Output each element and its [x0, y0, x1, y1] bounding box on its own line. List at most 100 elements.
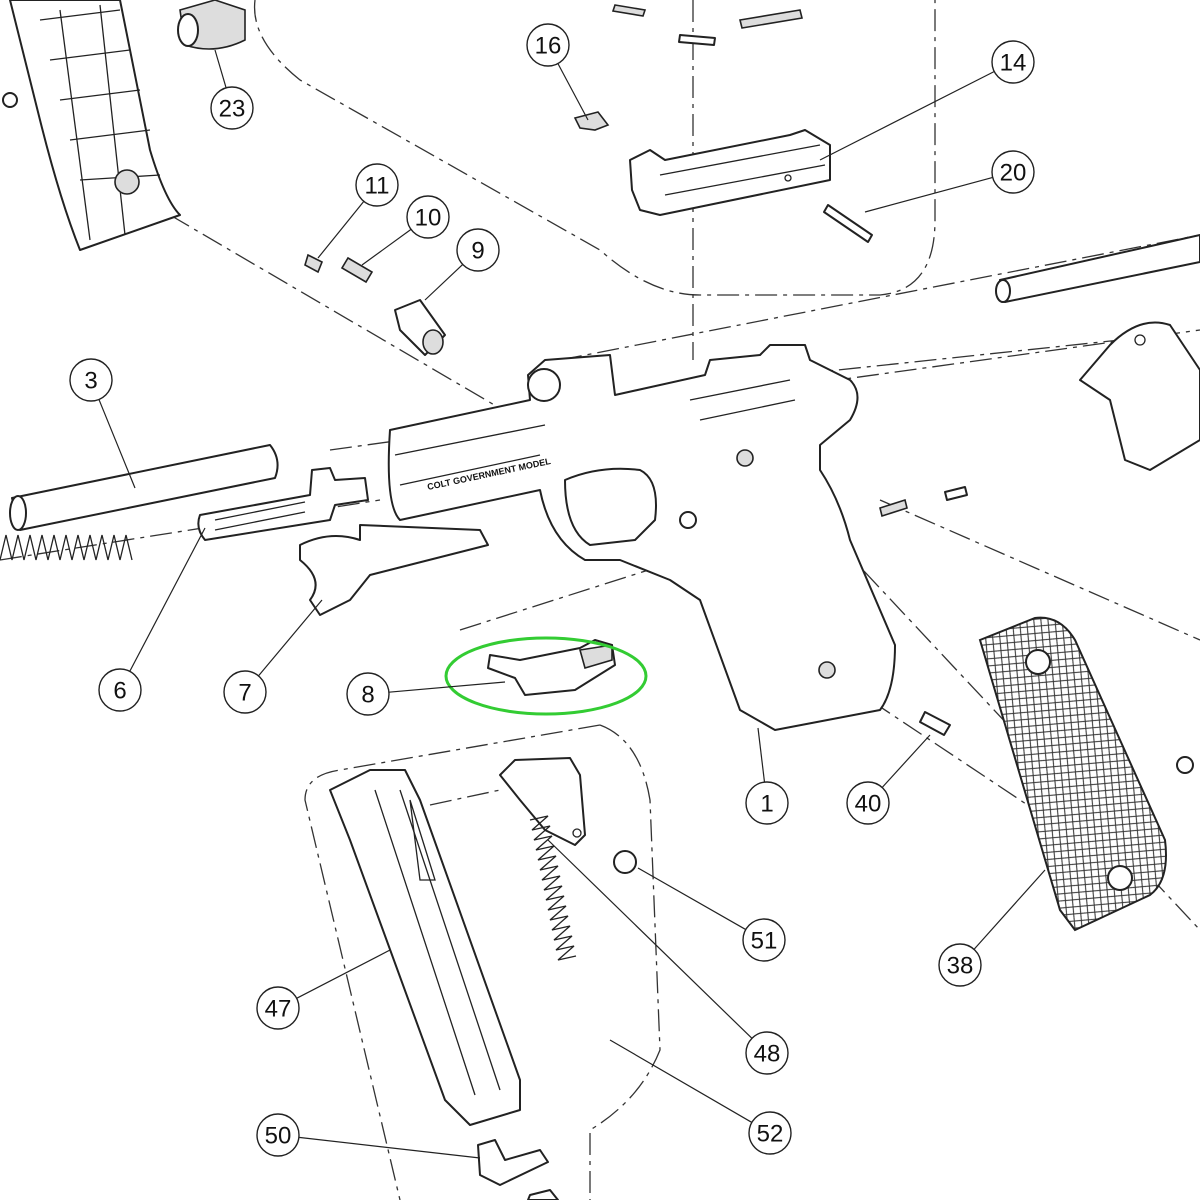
callout-number: 3	[84, 368, 97, 395]
part-47-magazine	[329, 769, 521, 1126]
callout-16: 16	[526, 23, 589, 121]
leader-line	[864, 176, 993, 213]
top-springs	[611, 4, 803, 46]
part-9-plunger	[394, 299, 446, 356]
callout-number: 14	[1000, 50, 1027, 77]
callout-8: 8	[346, 672, 506, 716]
leader-line	[547, 839, 753, 1039]
callout-circle	[938, 943, 982, 987]
callout-circle	[526, 23, 570, 67]
callout-14: 14	[819, 40, 1035, 161]
callout-6: 6	[98, 527, 206, 712]
callout-circle	[456, 228, 500, 272]
part-8-slide-stop	[487, 639, 616, 696]
part-52-spring	[529, 815, 577, 961]
callout-circle	[742, 918, 786, 962]
grip-panel-left	[2, 0, 181, 251]
part-16-extractor-clip	[573, 111, 610, 131]
callout-9: 9	[424, 228, 500, 301]
callout-circle	[256, 1113, 300, 1157]
leader-line	[296, 949, 391, 999]
callout-circle	[346, 672, 390, 716]
part-3-guide-tube	[9, 444, 279, 531]
callout-52: 52	[609, 1039, 792, 1155]
callout-number: 50	[265, 1123, 292, 1150]
callout-10: 10	[361, 195, 450, 266]
leader-line	[557, 63, 589, 121]
callout-number: 6	[113, 678, 126, 705]
barrel-tube-right	[995, 234, 1200, 303]
leader-line	[258, 599, 323, 677]
callout-labels: 23 16 14 11 10 9 20 3 6 7 8 1 40 38 47 48 51 52 50	[69, 23, 1046, 1159]
callout-circle	[991, 150, 1035, 194]
leader-line	[973, 869, 1046, 950]
callout-number: 51	[751, 928, 778, 955]
leader-line	[609, 1039, 753, 1123]
leader-line	[819, 70, 995, 161]
callout-number: 8	[361, 682, 374, 709]
hammer-assembly	[1079, 321, 1200, 471]
part-10-spring	[340, 256, 374, 284]
callout-11: 11	[317, 163, 399, 259]
callout-number: 23	[219, 96, 246, 123]
callout-7: 7	[223, 599, 323, 714]
leader-line	[881, 734, 931, 788]
callout-circle	[256, 986, 300, 1030]
part-38-grip-panel	[978, 616, 1194, 932]
recoil-spring	[0, 534, 133, 561]
callout-23: 23	[210, 49, 254, 130]
callout-38: 38	[938, 869, 1046, 987]
callout-circle	[991, 40, 1035, 84]
part-40-pin	[919, 711, 951, 736]
highlight-ellipse	[444, 636, 648, 716]
callout-number: 38	[947, 953, 974, 980]
leader-line	[214, 49, 227, 89]
callout-number: 10	[415, 205, 442, 232]
callout-circle	[748, 1111, 792, 1155]
callout-51: 51	[637, 867, 786, 962]
small-spring-and-pin	[879, 486, 968, 518]
callout-number: 52	[757, 1121, 784, 1148]
part-20-pin	[823, 204, 873, 243]
part-11-screw	[304, 253, 324, 274]
callout-number: 40	[855, 791, 882, 818]
callout-number: 48	[754, 1041, 781, 1068]
callout-circle	[69, 358, 113, 402]
callout-number: 47	[265, 996, 292, 1023]
callout-48: 48	[547, 839, 789, 1075]
callout-circle	[98, 668, 142, 712]
callout-number: 9	[471, 238, 484, 265]
callout-47: 47	[256, 949, 391, 1030]
callout-number: 20	[1000, 160, 1027, 187]
callout-40: 40	[846, 734, 931, 825]
part-1-frame: COLT GOVERNMENT MODEL	[387, 344, 896, 731]
callout-circle	[745, 1031, 789, 1075]
callout-number: 11	[365, 173, 390, 200]
callout-number: 7	[238, 680, 251, 707]
part-23-bushing	[177, 0, 246, 50]
callout-circle	[846, 781, 890, 825]
leader-line	[637, 867, 747, 931]
callout-circle	[406, 195, 450, 239]
leader-line	[757, 727, 766, 783]
part-6-guide-rod	[197, 467, 369, 541]
leader-line	[424, 263, 464, 301]
callout-20: 20	[864, 150, 1035, 213]
callout-3: 3	[69, 358, 136, 489]
callout-circle	[355, 163, 399, 207]
callout-circle	[745, 781, 789, 825]
part-14-slide-assembly	[629, 129, 831, 216]
callout-number: 1	[760, 791, 773, 818]
leader-line	[129, 527, 206, 672]
leader-line	[317, 200, 365, 259]
callout-number: 16	[535, 33, 562, 60]
part-50-floorplate	[477, 1139, 559, 1200]
callout-circle	[210, 86, 254, 130]
callout-1: 1	[745, 727, 789, 825]
leader-line	[98, 399, 136, 489]
part-51-button	[613, 850, 637, 874]
leader-line	[361, 228, 412, 266]
leader-line	[298, 1136, 481, 1159]
leader-line	[388, 681, 506, 693]
